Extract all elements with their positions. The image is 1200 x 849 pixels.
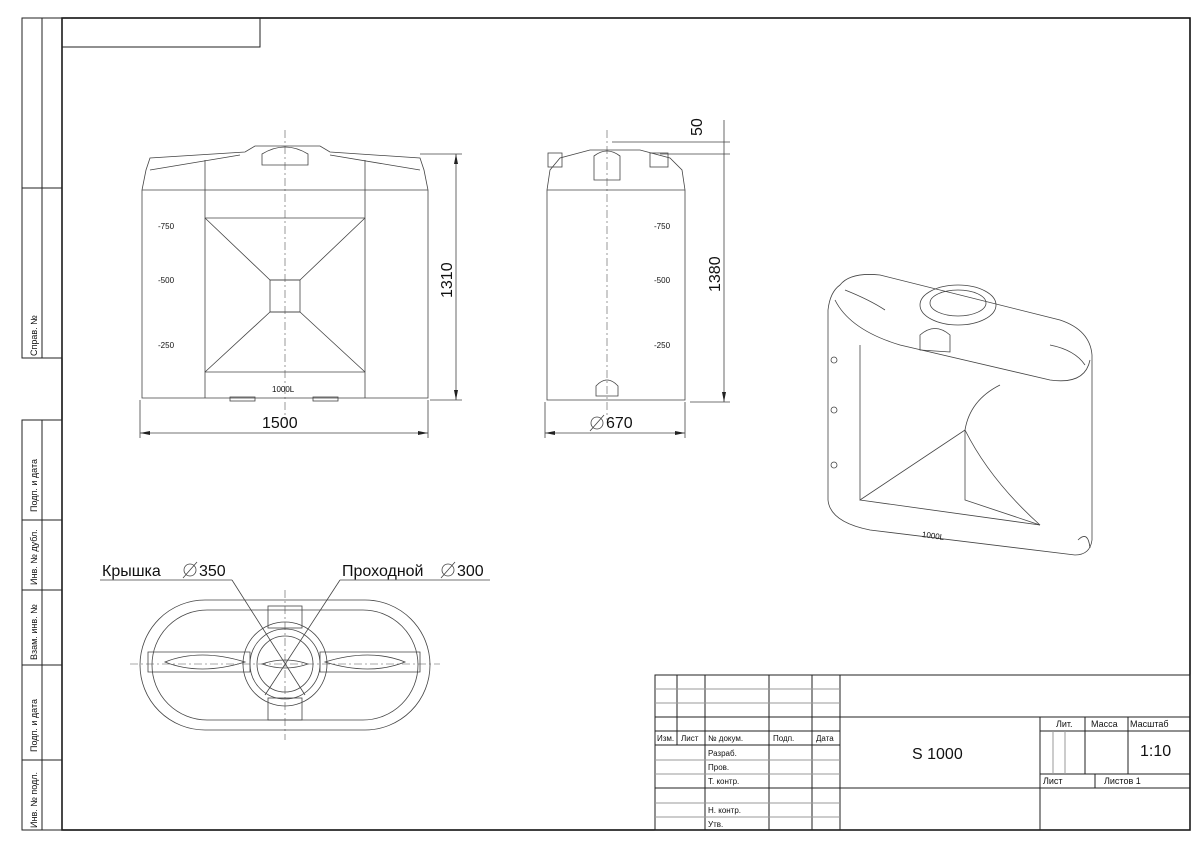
side-view: -750 -500 -250 670 1380 50 bbox=[544, 118, 730, 438]
header-date: Дата bbox=[816, 734, 834, 743]
height-dimension-side: 1380 bbox=[707, 256, 724, 292]
margin-labels: Справ. № Подп. и дата Инв. № дубл. Взам.… bbox=[29, 315, 39, 828]
diameter-dimension: 670 bbox=[606, 415, 633, 432]
margin-label-podp-1: Подп. и дата bbox=[29, 459, 39, 512]
level-mark-750: -750 bbox=[158, 222, 175, 231]
sheets-label: Листов 1 bbox=[1104, 776, 1141, 786]
diameter-symbol-icon bbox=[590, 416, 604, 430]
margin-label-podp-2: Подп. и дата bbox=[29, 699, 39, 752]
sheet-frame bbox=[21, 17, 1191, 831]
side-level-mark-500: -500 bbox=[654, 276, 671, 285]
role-t-kontr: Т. контр. bbox=[708, 777, 739, 786]
front-view: -750 -500 -250 1000L 1500 1310 bbox=[139, 130, 462, 438]
lit-label: Лит. bbox=[1056, 719, 1073, 729]
margin-label-inv-podl: Инв. № подл. bbox=[29, 772, 39, 828]
lid-label: Крышка bbox=[102, 563, 161, 580]
lid-diameter: 350 bbox=[199, 563, 226, 580]
side-level-mark-250: -250 bbox=[654, 341, 671, 350]
role-razrab: Разраб. bbox=[708, 749, 737, 758]
scale-value: 1:10 bbox=[1140, 743, 1171, 760]
margin-label-inv-dubl: Инв. № дубл. bbox=[29, 529, 39, 585]
hatch-diameter: 300 bbox=[457, 563, 484, 580]
role-prov: Пров. bbox=[708, 763, 729, 772]
header-podp: Подп. bbox=[773, 734, 794, 743]
sheet-label: Лист bbox=[1043, 776, 1063, 786]
isometric-view: 1000L bbox=[827, 274, 1093, 556]
header-doc-no: № докум. bbox=[708, 734, 743, 743]
scale-label: Масштаб bbox=[1130, 719, 1169, 729]
iso-volume-mark: 1000L bbox=[921, 530, 945, 542]
designation: S 1000 bbox=[912, 746, 963, 763]
mass-label: Масса bbox=[1091, 719, 1118, 729]
level-mark-250: -250 bbox=[158, 341, 175, 350]
top-view: Крышка 350 Проходной 300 bbox=[100, 561, 490, 740]
diameter-symbol-icon bbox=[441, 563, 455, 577]
header-list: Лист bbox=[681, 734, 699, 743]
diameter-symbol-icon bbox=[183, 563, 197, 577]
volume-mark: 1000L bbox=[272, 385, 295, 394]
top-offset-dimension: 50 bbox=[689, 118, 706, 136]
width-dimension: 1500 bbox=[262, 415, 298, 432]
margin-label-sprav: Справ. № bbox=[29, 315, 39, 356]
title-block: Изм. Лист № докум. Подп. Дата Разраб. Пр… bbox=[654, 674, 1191, 831]
height-dimension: 1310 bbox=[439, 262, 456, 298]
hatch-label: Проходной bbox=[342, 563, 424, 580]
level-mark-500: -500 bbox=[158, 276, 175, 285]
side-level-mark-750: -750 bbox=[654, 222, 671, 231]
role-utv: Утв. bbox=[708, 820, 723, 829]
margin-label-vzam: Взам. инв. № bbox=[29, 604, 39, 660]
role-n-kontr: Н. контр. bbox=[708, 806, 741, 815]
header-izm: Изм. bbox=[657, 734, 674, 743]
